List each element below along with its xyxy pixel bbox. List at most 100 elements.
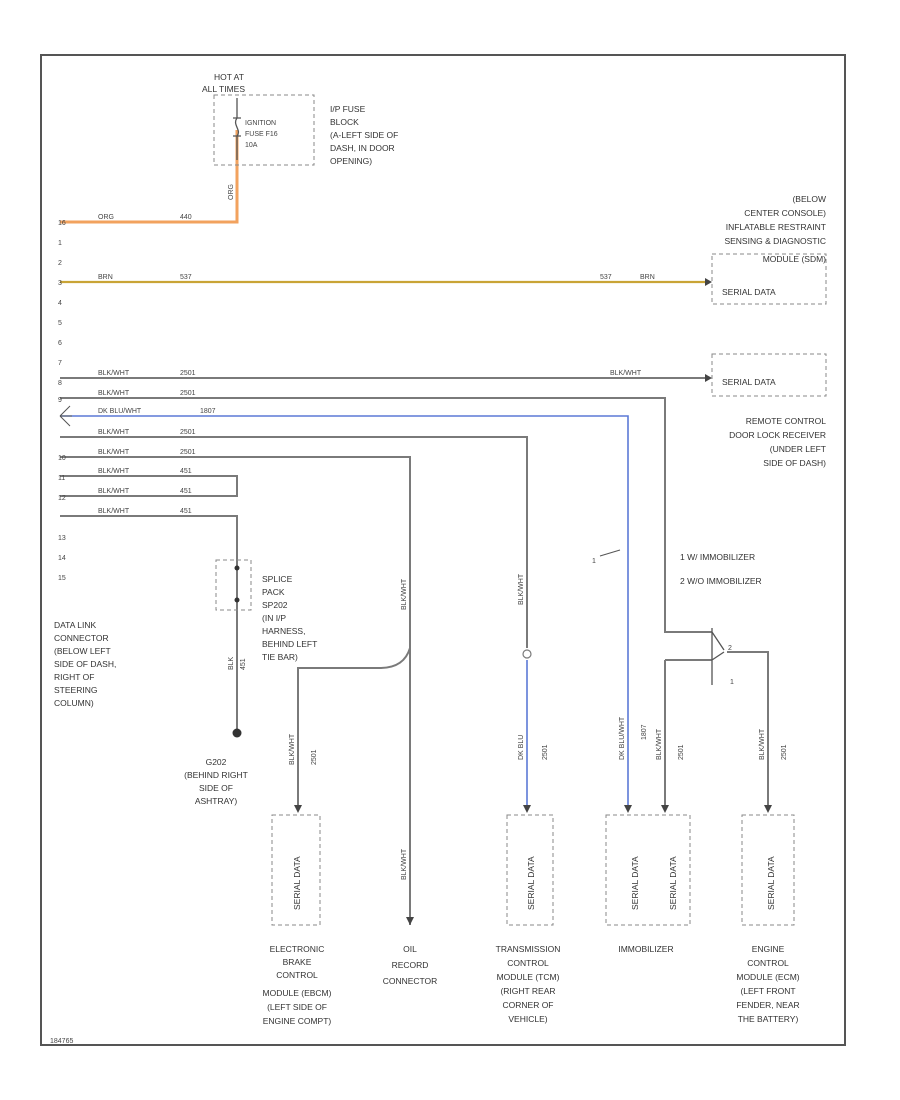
svg-text:(A-LEFT SIDE OF: (A-LEFT SIDE OF — [330, 130, 398, 140]
wire-label-vertical: BLK/WHT — [401, 848, 408, 880]
inflatable-restraint-label: (BELOW CENTER CONSOLE) INFLATABLE RESTRA… — [724, 194, 826, 264]
svg-text:FUSE F16: FUSE F16 — [245, 131, 278, 138]
wire-label: 2501 — [180, 429, 196, 436]
svg-text:CONTROL: CONTROL — [747, 958, 789, 968]
svg-text:INFLATABLE RESTRAINT: INFLATABLE RESTRAINT — [726, 222, 826, 232]
footer-code: 184765 — [50, 1038, 73, 1045]
wire-label-vertical: 2501 — [311, 749, 318, 765]
wire-label-vertical: BLK/WHT — [518, 573, 525, 605]
svg-text:HOT AT: HOT AT — [214, 72, 244, 82]
pin-label: 8 — [58, 380, 62, 387]
svg-text:1 W/ IMMOBILIZER: 1 W/ IMMOBILIZER — [680, 552, 755, 562]
pin-label: 4 — [58, 300, 62, 307]
sdm-serial-box[interactable] — [711, 253, 827, 305]
svg-text:10A: 10A — [245, 142, 258, 149]
arrow-tcm — [523, 805, 531, 813]
pin-label: 2 — [58, 260, 62, 267]
svg-text:(LEFT SIDE OF: (LEFT SIDE OF — [267, 1002, 327, 1012]
remote-serial-box[interactable] — [711, 353, 827, 397]
wire-ground — [60, 515, 238, 730]
svg-text:RIGHT OF: RIGHT OF — [54, 672, 94, 682]
switch-pin-2: 2 — [728, 645, 732, 652]
wire-label-vertical: DK BLU/WHT — [619, 716, 626, 760]
wire-label: BLK/WHT — [610, 370, 642, 377]
svg-text:MODULE (SDM): MODULE (SDM) — [763, 254, 826, 264]
svg-text:DOOR LOCK RECEIVER: DOOR LOCK RECEIVER — [729, 430, 826, 440]
wire-label: 2501 — [180, 449, 196, 456]
svg-text:MODULE (EBCM): MODULE (EBCM) — [263, 988, 332, 998]
svg-text:(LEFT FRONT: (LEFT FRONT — [740, 986, 795, 996]
ebcm-box[interactable] — [271, 814, 321, 926]
pin-label: 7 — [58, 360, 62, 367]
arrow-remote — [705, 374, 712, 382]
pin-label: 3 — [58, 280, 62, 287]
splice-pack-label: SPLICE PACK SP202 (IN I/P HARNESS, BEHIN… — [262, 574, 317, 662]
wire-label-vertical: BLK — [228, 656, 235, 670]
wire-label-vertical: 1807 — [641, 724, 648, 740]
wire-ebcm — [297, 647, 411, 805]
arrow-sdm — [705, 278, 712, 286]
svg-text:IMMOBILIZER: IMMOBILIZER — [618, 944, 673, 954]
svg-text:MODULE (ECM): MODULE (ECM) — [736, 972, 799, 982]
wire-label-org-vertical: ORG — [228, 184, 235, 200]
svg-text:CORNER OF: CORNER OF — [503, 1000, 554, 1010]
svg-text:OIL: OIL — [403, 944, 417, 954]
wire-label: DK BLU/WHT — [98, 408, 142, 415]
svg-text:ALL TIMES: ALL TIMES — [202, 84, 245, 94]
pin-label: 12 — [58, 495, 66, 502]
tcm-box[interactable] — [506, 814, 554, 926]
svg-text:G202: G202 — [206, 757, 227, 767]
arrow-ecm — [764, 805, 772, 813]
remote-control-label: REMOTE CONTROL DOOR LOCK RECEIVER (UNDER… — [729, 416, 826, 468]
immobilizer-label: IMMOBILIZER — [618, 944, 673, 954]
tcm-label: TRANSMISSION CONTROL MODULE (TCM) (RIGHT… — [496, 944, 561, 1024]
immobilizer-serial-data-1: SERIAL DATA — [630, 856, 640, 910]
fuse-block-outline — [213, 94, 315, 166]
wire-label-vertical: 2501 — [781, 744, 788, 760]
data-link-connector-label: DATA LINK CONNECTOR (BELOW LEFT SIDE OF … — [54, 620, 116, 708]
svg-text:BEHIND LEFT: BEHIND LEFT — [262, 639, 317, 649]
wire-label: BLK/WHT — [98, 488, 130, 495]
svg-text:CONTROL: CONTROL — [276, 970, 318, 980]
wire-label: BLK/WHT — [98, 468, 130, 475]
dlc-bracket — [59, 405, 72, 427]
ip-fuse-block-label: I/P FUSE BLOCK (A-LEFT SIDE OF DASH, IN … — [330, 104, 398, 166]
wire-label-vertical: 2501 — [542, 744, 549, 760]
svg-text:HARNESS,: HARNESS, — [262, 626, 305, 636]
svg-text:(IN I/P: (IN I/P — [262, 613, 286, 623]
wire-label: 440 — [180, 214, 192, 221]
ignition-fuse-icon — [233, 98, 241, 160]
wire-label: 2501 — [180, 370, 196, 377]
immobilizer-legend: 1 W/ IMMOBILIZER 2 W/O IMMOBILIZER — [680, 552, 762, 586]
svg-text:BRAKE: BRAKE — [283, 957, 312, 967]
svg-text:2 W/O IMMOBILIZER: 2 W/O IMMOBILIZER — [680, 576, 762, 586]
pin-label: 9 — [58, 397, 62, 404]
svg-text:(BELOW LEFT: (BELOW LEFT — [54, 646, 111, 656]
pin-label: 14 — [58, 555, 66, 562]
svg-text:SPLICE: SPLICE — [262, 574, 293, 584]
svg-text:REMOTE CONTROL: REMOTE CONTROL — [746, 416, 827, 426]
ignition-fuse-label: IGNITION FUSE F16 10A — [245, 120, 278, 149]
svg-text:THE BATTERY): THE BATTERY) — [738, 1014, 799, 1024]
wire-label-vertical: 2501 — [678, 744, 685, 760]
immobilizer-box[interactable] — [605, 814, 691, 926]
svg-text:IGNITION: IGNITION — [245, 120, 276, 127]
svg-text:ENGINE COMPT): ENGINE COMPT) — [263, 1016, 332, 1026]
wire-label: 537 — [180, 274, 192, 281]
ecm-box[interactable] — [741, 814, 795, 926]
svg-text:STEERING: STEERING — [54, 685, 97, 695]
dlc-pins: 16 1 2 3 4 5 6 7 8 9 10 11 12 13 14 15 — [58, 220, 66, 582]
wire-label: ORG — [98, 214, 114, 221]
svg-text:(BEHIND RIGHT: (BEHIND RIGHT — [184, 770, 248, 780]
ecm-label: ENGINE CONTROL MODULE (ECM) (LEFT FRONT … — [736, 944, 799, 1024]
svg-text:SIDE OF DASH,: SIDE OF DASH, — [54, 659, 116, 669]
svg-text:CONNECTOR: CONNECTOR — [54, 633, 109, 643]
wire-label: BLK/WHT — [98, 449, 130, 456]
svg-text:OPENING): OPENING) — [330, 156, 372, 166]
svg-text:RECORD: RECORD — [392, 960, 429, 970]
immobilizer-option-switch[interactable] — [711, 628, 725, 685]
wire-label: BLK/WHT — [98, 390, 130, 397]
immobilizer-serial-data-2: SERIAL DATA — [668, 856, 678, 910]
wire-label: 2501 — [180, 390, 196, 397]
ground-g202 — [232, 728, 242, 738]
